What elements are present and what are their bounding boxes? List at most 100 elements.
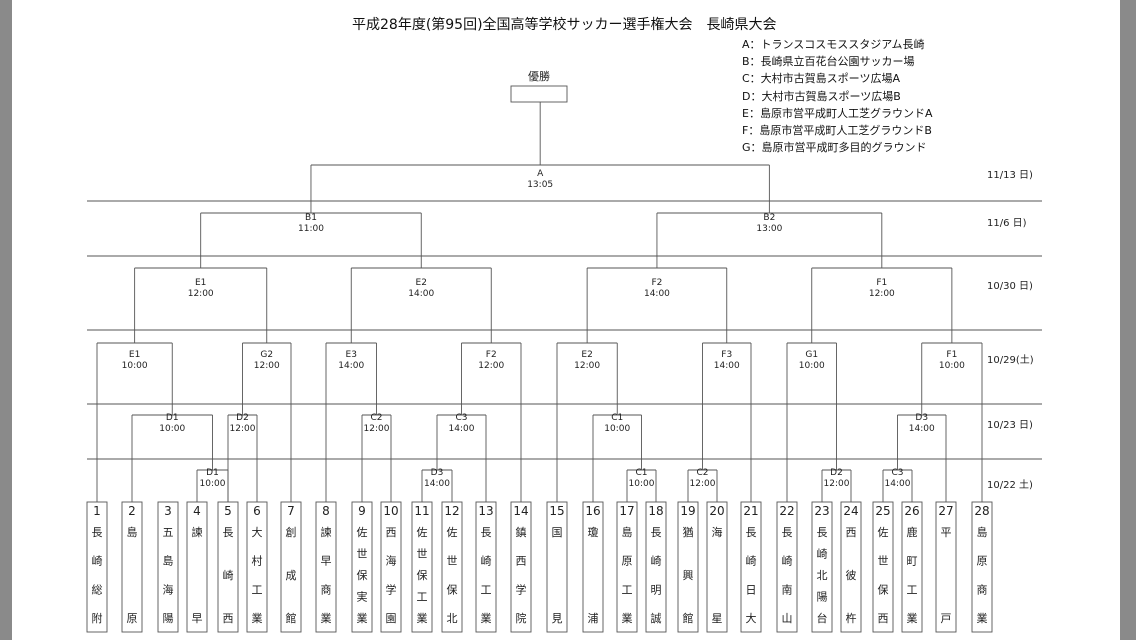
- team-name-char: 西: [516, 555, 527, 568]
- match-venue-label: B1: [305, 213, 317, 223]
- team-name-char: 成: [286, 569, 297, 582]
- match-time-label: 13:05: [527, 180, 553, 190]
- match-venue-label: F2: [486, 350, 497, 360]
- team-name-char: 業: [252, 612, 263, 625]
- team-number: 17: [619, 504, 634, 518]
- match-time-label: 14:00: [885, 479, 911, 489]
- team-name-char: 原: [977, 555, 988, 568]
- team-name-char: 陽: [817, 591, 828, 604]
- match-time-label: 12:00: [824, 479, 850, 489]
- team-name-char: 崎: [651, 554, 662, 568]
- team-name-char: 工: [622, 583, 633, 596]
- team-name-char: 工: [907, 583, 918, 596]
- team-name-char: 海: [163, 582, 174, 596]
- team-name-char: 崎: [782, 554, 793, 568]
- match-time-label: 12:00: [230, 424, 256, 434]
- team-number: 12: [444, 504, 459, 518]
- team-name-char: 原: [127, 612, 138, 625]
- team-number: 27: [938, 504, 953, 518]
- match-venue-label: C2: [370, 413, 382, 423]
- match-venue-label: G1: [805, 350, 818, 360]
- team-number: 4: [193, 504, 201, 518]
- match-time-label: 10:00: [604, 424, 630, 434]
- team-name-char: 大: [746, 611, 757, 625]
- match-time-label: 14:00: [714, 361, 740, 371]
- match-venue-label: D3: [431, 468, 444, 478]
- venue-legend: A：トランスコスモススタジアム長崎 B：長崎県立百花台公園サッカー場 C：大村市…: [742, 36, 1072, 156]
- team-name-char: 早: [321, 555, 332, 568]
- team-name-char: 西: [223, 612, 234, 625]
- team-name-char: 保: [357, 568, 368, 582]
- match-venue-label: C1: [635, 468, 647, 478]
- team-name-char: 国: [552, 526, 563, 539]
- match-venue-label: D1: [166, 413, 179, 423]
- match-venue-label: D2: [830, 468, 843, 478]
- match-venue-label: F3: [721, 350, 732, 360]
- match-time-label: 14:00: [424, 479, 450, 489]
- match-time-label: 14:00: [408, 289, 434, 299]
- team-name-char: 世: [357, 548, 368, 561]
- team-number: 14: [513, 504, 528, 518]
- team-name-char: 保: [878, 582, 889, 596]
- match-time-label: 10:00: [939, 361, 965, 371]
- team-name-char: 業: [622, 612, 633, 625]
- match-time-label: 14:00: [909, 424, 935, 434]
- team-name-char: 長: [481, 526, 492, 539]
- match-venue-label: C3: [891, 468, 903, 478]
- team-number: 1: [93, 504, 101, 518]
- match-venue-label: D1: [206, 468, 219, 478]
- team-name-char: 海: [386, 554, 397, 568]
- team-name-char: 商: [321, 582, 332, 596]
- team-name-char: 西: [386, 526, 397, 539]
- team-name-char: 興: [683, 569, 694, 582]
- team-number: 5: [224, 504, 232, 518]
- team-name-char: 島: [622, 525, 633, 539]
- team-number: 15: [549, 504, 564, 518]
- team-name-char: 保: [417, 568, 428, 582]
- venue-legend-item: D：大村市古賀島スポーツ広場B: [742, 89, 901, 103]
- team-name-char: 見: [552, 612, 563, 625]
- bracket-sheet: 平成28年度(第95回)全国高等学校サッカー選手権大会 長崎県大会 A：トランス…: [12, 0, 1120, 640]
- team-name-char: 園: [386, 612, 397, 625]
- team-number: 9: [358, 504, 366, 518]
- team-name-char: 陽: [163, 612, 174, 625]
- page-title: 平成28年度(第95回)全国高等学校サッカー選手権大会 長崎県大会: [352, 17, 777, 33]
- match-time-label: 10:00: [122, 361, 148, 371]
- round-date-label: 10/30 日): [987, 281, 1033, 292]
- team-name-char: 浦: [588, 612, 599, 625]
- team-number: 8: [322, 504, 330, 518]
- match-venue-label: D2: [236, 413, 249, 423]
- team-number: 18: [648, 504, 663, 518]
- team-number: 13: [478, 504, 493, 518]
- team-name-char: 長: [651, 526, 662, 539]
- team-name-char: 日: [746, 583, 757, 596]
- team-name-char: 村: [252, 554, 263, 568]
- team-name-char: 島: [127, 525, 138, 539]
- venue-legend-item: A：トランスコスモススタジアム長崎: [742, 38, 925, 51]
- team-name-char: 業: [357, 612, 368, 625]
- team-name-char: 彼: [846, 569, 857, 582]
- team-name-char: 工: [481, 583, 492, 596]
- team-number: 11: [414, 504, 429, 518]
- team-number: 23: [814, 504, 829, 518]
- team-name-char: 明: [651, 583, 662, 596]
- team-number: 24: [843, 504, 858, 518]
- venue-legend-item: G：島原市営平成町多目的グラウンド: [742, 141, 927, 155]
- team-name-char: 院: [516, 611, 527, 625]
- round-date-label: 11/13 日): [987, 170, 1033, 181]
- tournament-bracket: 1長崎総附2島原3五島海陽4諫早5長崎西6大村工業7創成館8諫早商業9佐世保実業…: [86, 69, 1042, 633]
- team-name-char: 学: [386, 582, 397, 596]
- team-name-char: 工: [417, 591, 428, 604]
- team-name-char: 長: [782, 526, 793, 539]
- team-name-char: 誠: [651, 612, 662, 625]
- team-name-char: 崎: [746, 554, 757, 568]
- team-box: [157, 501, 179, 633]
- team-name-char: 瓊: [588, 525, 599, 539]
- team-name-char: 諫: [192, 525, 203, 539]
- match-time-label: 12:00: [254, 361, 280, 371]
- venue-legend-item: F：島原市営平成町人工芝グラウンドB: [742, 124, 932, 138]
- team-name-char: 崎: [92, 554, 103, 568]
- match-venue-label: F2: [651, 278, 662, 288]
- team-number: 21: [743, 504, 758, 518]
- team-name-char: 北: [447, 612, 458, 625]
